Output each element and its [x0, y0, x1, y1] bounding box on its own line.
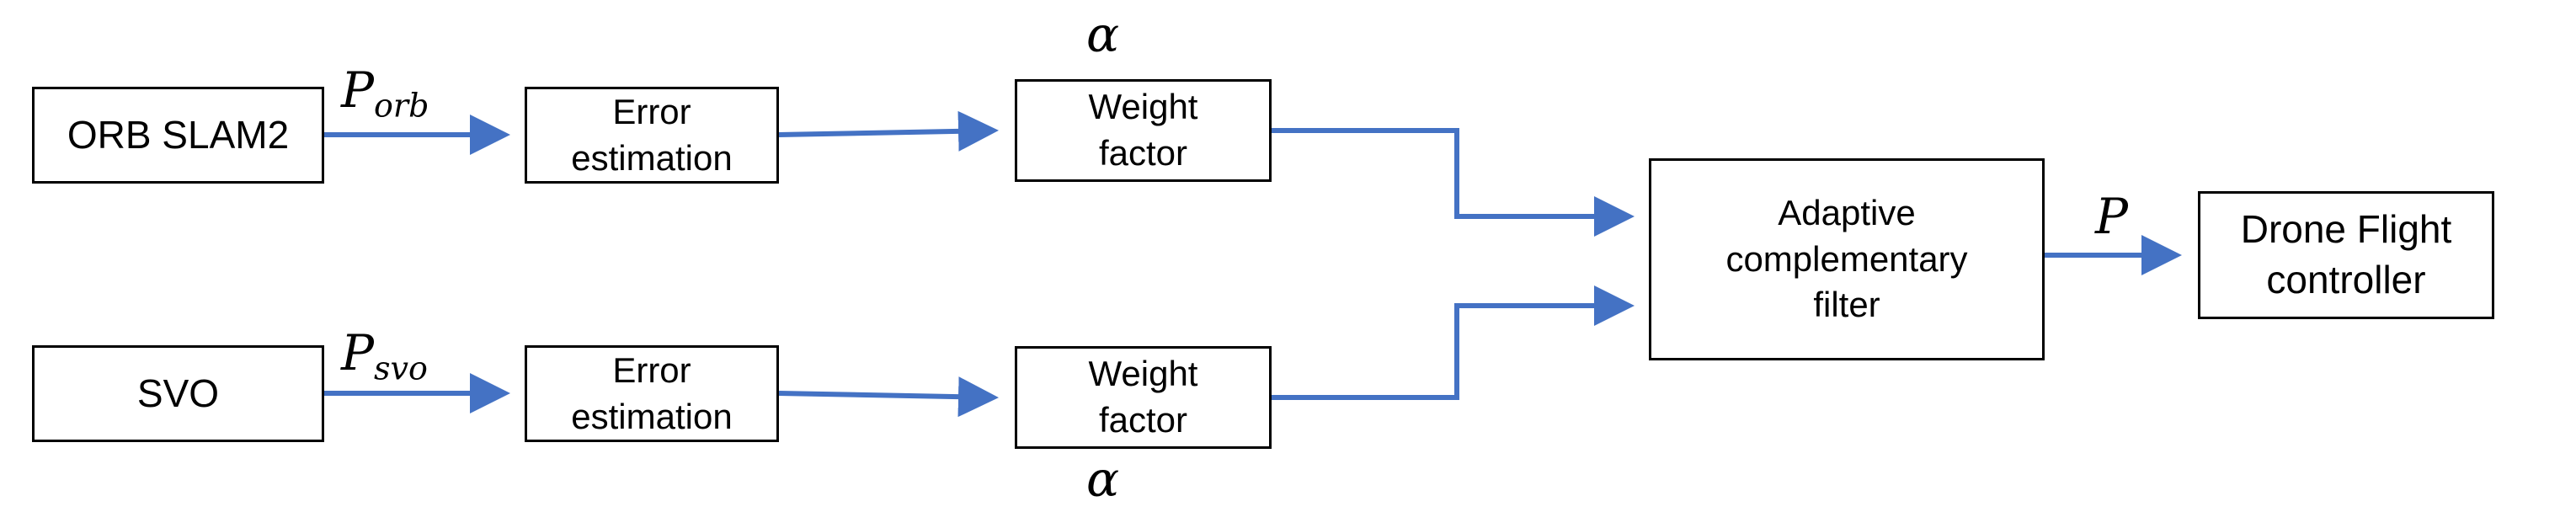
error-estimation-bottom-block: Error estimation	[525, 345, 779, 442]
arrow-weight-bottom-to-filter	[1272, 285, 1635, 400]
error-estimation-top-block: Error estimation	[525, 87, 779, 184]
alpha-top-label: α	[1086, 6, 1120, 63]
orb-slam2-block: ORB SLAM2	[32, 87, 324, 184]
arrow-error-to-weight-top	[778, 110, 999, 152]
p-orb-label: Porb	[341, 61, 429, 125]
arrow-weight-top-to-filter	[1272, 128, 1635, 237]
p-output-label: P	[2095, 188, 2129, 245]
alpha-bottom-label: α	[1086, 451, 1120, 508]
p-svo-label: Psvo	[341, 324, 428, 387]
svo-block: SVO	[32, 345, 324, 442]
arrow-error-to-weight-bottom	[778, 376, 999, 418]
drone-flight-controller-block: Drone Flight controller	[2198, 191, 2494, 319]
adaptive-complementary-filter-block: Adaptive complementary filter	[1649, 158, 2045, 360]
weight-factor-bottom-block: Weight factor	[1015, 346, 1272, 449]
weight-factor-top-block: Weight factor	[1015, 79, 1272, 182]
